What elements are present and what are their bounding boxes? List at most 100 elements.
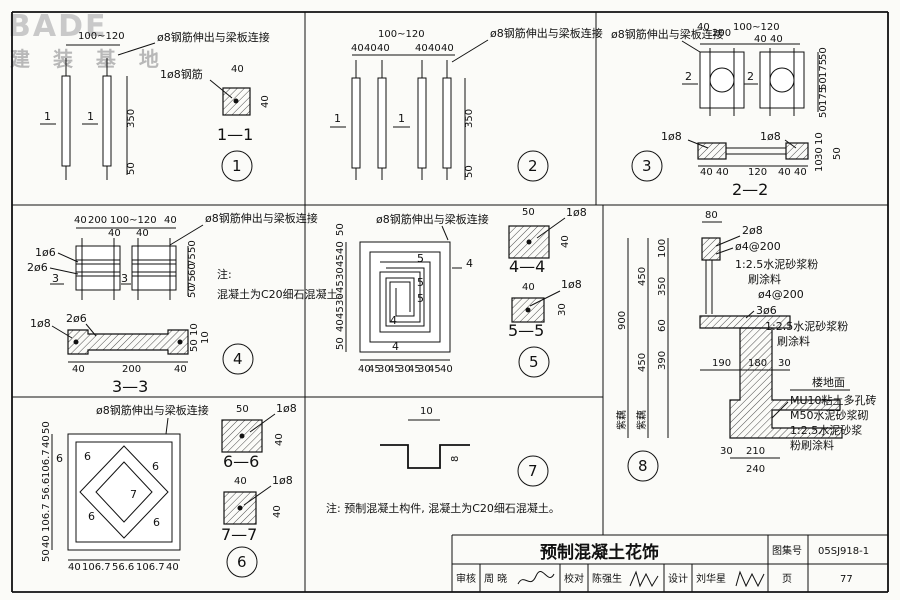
check-name: 陈强生 [592, 572, 622, 585]
d6-bot-1: 106.7 [82, 562, 111, 573]
d2-dim-a: 40 [351, 43, 364, 54]
d3-bar-label-2: 1ø8 [760, 130, 781, 143]
d1-bar-label: 1ø8钢筋 [160, 67, 203, 81]
design-signature [735, 570, 765, 588]
d3-number: 3 [642, 157, 652, 175]
d4-note-body: 混凝土为C20细石混凝土。 [217, 287, 349, 301]
d3-side-e: 50 [818, 105, 829, 118]
d4-side-a: 50 [187, 240, 198, 253]
d5-left-7: 40 [335, 319, 346, 332]
d5-section-55: 5—5 [508, 321, 544, 340]
review-name: 周 晓 [484, 573, 507, 585]
d2-callout: ø8钢筋伸出与梁板连接 [490, 26, 603, 40]
d8-label-2: 1:2.5水泥砂浆粉 [735, 257, 818, 271]
d6-s66-height: 40 [274, 433, 285, 446]
d5-bot-7: 45 [428, 364, 441, 375]
design-label: 设计 [668, 572, 688, 585]
check-label: 校对 [564, 572, 584, 585]
d2-dim-height: 350 [464, 109, 475, 128]
d4-right-c: 10 [200, 331, 211, 344]
d5-cut4-inner: 4 [390, 314, 397, 327]
d1-dim-gap: 100~120 [78, 31, 125, 42]
d6-s77-height: 40 [272, 505, 283, 518]
d8-dim-450a: 450 [637, 267, 648, 286]
d8-number: 8 [638, 457, 648, 475]
d3-top-dim-d: 40 [754, 34, 767, 45]
detail-1: ø8钢筋伸出与梁板连接 100~120 1 1 350 50 1ø8钢筋 40 … [40, 30, 271, 182]
d4-bar-c: 1ø8 [30, 317, 51, 330]
d4-right-a: 10 [189, 323, 200, 336]
d6-left-4: 106.7 [41, 503, 52, 532]
d5-s44-height: 40 [560, 235, 571, 248]
d6-left-1: 40 [41, 435, 52, 448]
d5-callout: ø8钢筋伸出与梁板连接 [376, 212, 489, 226]
atlas-number: 05SJ918-1 [818, 546, 869, 557]
d1-callout: ø8钢筋伸出与梁板连接 [157, 30, 270, 44]
d1-dim-base: 50 [126, 162, 137, 175]
d1-cut-label: 1 [44, 110, 51, 123]
detail-6: ø8钢筋伸出与梁板连接 6 6 6 6 7 6 50 40 106.7 56.6… [41, 402, 297, 578]
d4-bar-d: 2ø6 [66, 312, 87, 325]
d1-dim-height: 350 [126, 109, 137, 128]
d4-top-b: 200 [88, 215, 107, 226]
d5-bot-6: 30 [418, 364, 431, 375]
d5-bot-5: 45 [408, 364, 421, 375]
d6-cut6-b: 6 [152, 460, 159, 473]
d2-number: 2 [528, 157, 538, 175]
d5-bot-2: 30 [378, 364, 391, 375]
detail-5: ø8钢筋伸出与梁板连接 5 5 5 4 4 4 50 40 45 30 45 3… [335, 206, 587, 378]
d4-top-e: 40 [108, 228, 121, 239]
review-signature [517, 570, 555, 585]
d5-cut4-bottom: 4 [392, 340, 399, 353]
d4-side-b: 75 [187, 253, 198, 266]
d7-note: 注: 预制混凝土构件, 混凝土为C20细石混凝土。 [326, 501, 560, 515]
d8-dim-30a: 30 [778, 358, 791, 369]
d1-sec-height: 40 [260, 95, 271, 108]
d8-label-11: 1:2.5水泥砂浆 [790, 423, 862, 437]
d4-side-c: 60 [187, 263, 198, 276]
d8-label-4: ø4@200 [758, 288, 804, 301]
d5-cut5-b: 5 [417, 276, 424, 289]
d2-dim-c: 40 [377, 43, 390, 54]
d6-bot-3: 106.7 [136, 562, 165, 573]
d2-dim-f: 40 [441, 43, 454, 54]
d3-side-a: 50 [818, 47, 829, 60]
d4-side-e: 50 [187, 285, 198, 298]
d8-dim-100: 100 [657, 239, 668, 258]
d8-dim-350: 350 [657, 277, 668, 296]
d8-dim-30b: 30 [720, 446, 733, 457]
d6-left-5: 40 [41, 535, 52, 548]
d7-dim-depth: 8 [450, 456, 461, 462]
d5-s55-width: 40 [522, 282, 535, 293]
d3-right-c: 10 [814, 159, 825, 172]
d5-left-3: 30 [335, 267, 346, 280]
d4-bot-c: 40 [174, 364, 187, 375]
d4-top-d: 40 [164, 215, 177, 226]
d8-left-text-1: 紫藕 [636, 410, 648, 430]
logo-chinese: 建 装 基 地 [10, 47, 167, 71]
d6-number: 6 [237, 553, 247, 571]
d6-bot-4: 40 [166, 562, 179, 573]
d8-label-3: 刷涂料 [748, 272, 781, 286]
drawing-title: 预制混凝土花饰 [540, 542, 659, 563]
d3-bot-a: 40 [700, 167, 713, 178]
d4-top-c: 100~120 [110, 215, 157, 226]
d3-bar-label: 1ø8 [661, 130, 682, 143]
d6-cut7: 7 [130, 488, 137, 501]
d2-dim-d: 40 [415, 43, 428, 54]
d2-dim-e: 40 [428, 43, 441, 54]
d6-bar-a: 1ø8 [276, 402, 297, 415]
d5-left-2: 45 [335, 254, 346, 267]
d5-cut5-c: 5 [417, 292, 424, 305]
d6-cut6-c: 6 [88, 510, 95, 523]
d5-bot-4: 30 [398, 364, 411, 375]
d8-label-9: MU10粘土多孔砖 [790, 393, 877, 407]
title-block: 预制混凝土花饰 图集号 05SJ918-1 页 77 审核 周 晓 校对 陈强生… [452, 535, 888, 592]
d8-dim-210: 210 [746, 446, 765, 457]
d8-label-0: 2ø8 [742, 224, 763, 237]
d6-section-66: 6—6 [223, 452, 259, 471]
d3-side-d: 175 [818, 87, 829, 106]
d8-label-10: M50水泥砂浆砌 [790, 408, 869, 422]
d4-cut-label: 3 [52, 272, 59, 285]
